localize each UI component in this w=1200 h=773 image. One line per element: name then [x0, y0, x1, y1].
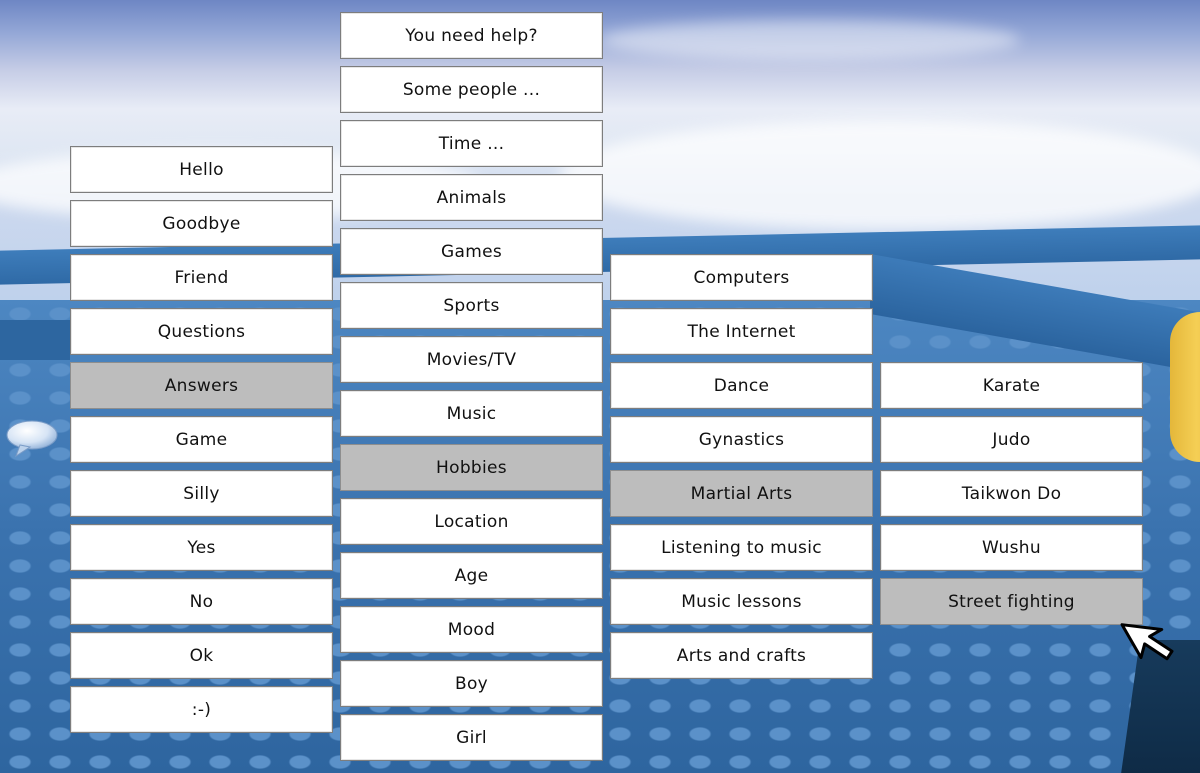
- menu-item-taikwon-do[interactable]: Taikwon Do: [880, 470, 1143, 517]
- menu-item-game[interactable]: Game: [70, 416, 333, 463]
- menu-item-location[interactable]: Location: [340, 498, 603, 545]
- menu-item-the-internet[interactable]: The Internet: [610, 308, 873, 355]
- cloud: [560, 120, 1200, 230]
- menu-item-goodbye[interactable]: Goodbye: [70, 200, 333, 247]
- menu-item-music-lessons[interactable]: Music lessons: [610, 578, 873, 625]
- menu-item-dance[interactable]: Dance: [610, 362, 873, 409]
- menu-item-age[interactable]: Age: [340, 552, 603, 599]
- menu-item-hobbies[interactable]: Hobbies: [340, 444, 603, 491]
- menu-item-gynastics[interactable]: Gynastics: [610, 416, 873, 463]
- menu-item-street-fighting[interactable]: Street fighting: [880, 578, 1143, 625]
- cloud: [600, 20, 1020, 60]
- menu-item-mood[interactable]: Mood: [340, 606, 603, 653]
- menu-item-questions[interactable]: Questions: [70, 308, 333, 355]
- yellow-character-part: [1170, 312, 1200, 462]
- menu-item-arts-and-crafts[interactable]: Arts and crafts: [610, 632, 873, 679]
- menu-item-answers[interactable]: Answers: [70, 362, 333, 409]
- wall-rail-left: [0, 320, 70, 360]
- menu-item-no[interactable]: No: [70, 578, 333, 625]
- menu-item-you-need-help[interactable]: You need help?: [340, 12, 603, 59]
- menu-item-time[interactable]: Time ...: [340, 120, 603, 167]
- menu-item-smiley[interactable]: :-): [70, 686, 333, 733]
- menu-item-listening-to-music[interactable]: Listening to music: [610, 524, 873, 571]
- menu-item-silly[interactable]: Silly: [70, 470, 333, 517]
- menu-item-hello[interactable]: Hello: [70, 146, 333, 193]
- menu-item-karate[interactable]: Karate: [880, 362, 1143, 409]
- menu-item-some-people[interactable]: Some people ...: [340, 66, 603, 113]
- menu-item-animals[interactable]: Animals: [340, 174, 603, 221]
- menu-item-wushu[interactable]: Wushu: [880, 524, 1143, 571]
- menu-item-movies-tv[interactable]: Movies/TV: [340, 336, 603, 383]
- menu-item-games[interactable]: Games: [340, 228, 603, 275]
- menu-item-ok[interactable]: Ok: [70, 632, 333, 679]
- menu-item-sports[interactable]: Sports: [340, 282, 603, 329]
- menu-item-judo[interactable]: Judo: [880, 416, 1143, 463]
- menu-item-friend[interactable]: Friend: [70, 254, 333, 301]
- menu-item-girl[interactable]: Girl: [340, 714, 603, 761]
- menu-item-computers[interactable]: Computers: [610, 254, 873, 301]
- menu-item-yes[interactable]: Yes: [70, 524, 333, 571]
- menu-item-boy[interactable]: Boy: [340, 660, 603, 707]
- speech-bubble-icon[interactable]: [4, 418, 60, 458]
- menu-item-music[interactable]: Music: [340, 390, 603, 437]
- menu-item-martial-arts[interactable]: Martial Arts: [610, 470, 873, 517]
